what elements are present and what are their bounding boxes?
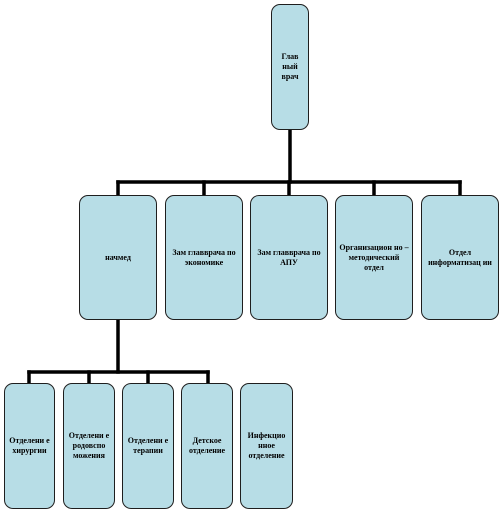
node-org-methodical-dept: Организацион но – методический отдел — [335, 195, 413, 320]
node-label: Отделени е хирургии — [9, 436, 50, 455]
node-deputy-economics: Зам главврача по экономике — [165, 195, 243, 320]
node-chief-physician: Глав ный врач — [271, 4, 309, 130]
node-label: Зам главврача по АПУ — [257, 247, 321, 267]
node-label: Организацион но – методический отдел — [339, 242, 409, 272]
node-surgery-dept: Отделени е хирургии — [4, 383, 55, 509]
node-label: Отдел информатизац ии — [428, 247, 492, 267]
node-label: Отделени е родовспо можения — [68, 431, 110, 460]
node-label: начмед — [105, 252, 131, 262]
node-therapy-dept: Отделени е терапии — [122, 383, 174, 509]
node-label: Инфекцио нное отделение — [247, 431, 286, 460]
node-label: Отделени е терапии — [127, 436, 169, 455]
node-label: Зам главврача по экономике — [172, 247, 236, 267]
node-label: Глав ный врач — [281, 52, 299, 81]
node-nachmed: начмед — [79, 195, 157, 320]
node-label: Детское отделение — [188, 436, 226, 455]
node-infectious-dept: Инфекцио нное отделение — [240, 383, 293, 509]
node-obstetrics-dept: Отделени е родовспо можения — [63, 383, 115, 509]
node-informatization-dept: Отдел информатизац ии — [421, 195, 499, 320]
node-pediatric-dept: Детское отделение — [181, 383, 233, 509]
node-deputy-apu: Зам главврача по АПУ — [250, 195, 328, 320]
